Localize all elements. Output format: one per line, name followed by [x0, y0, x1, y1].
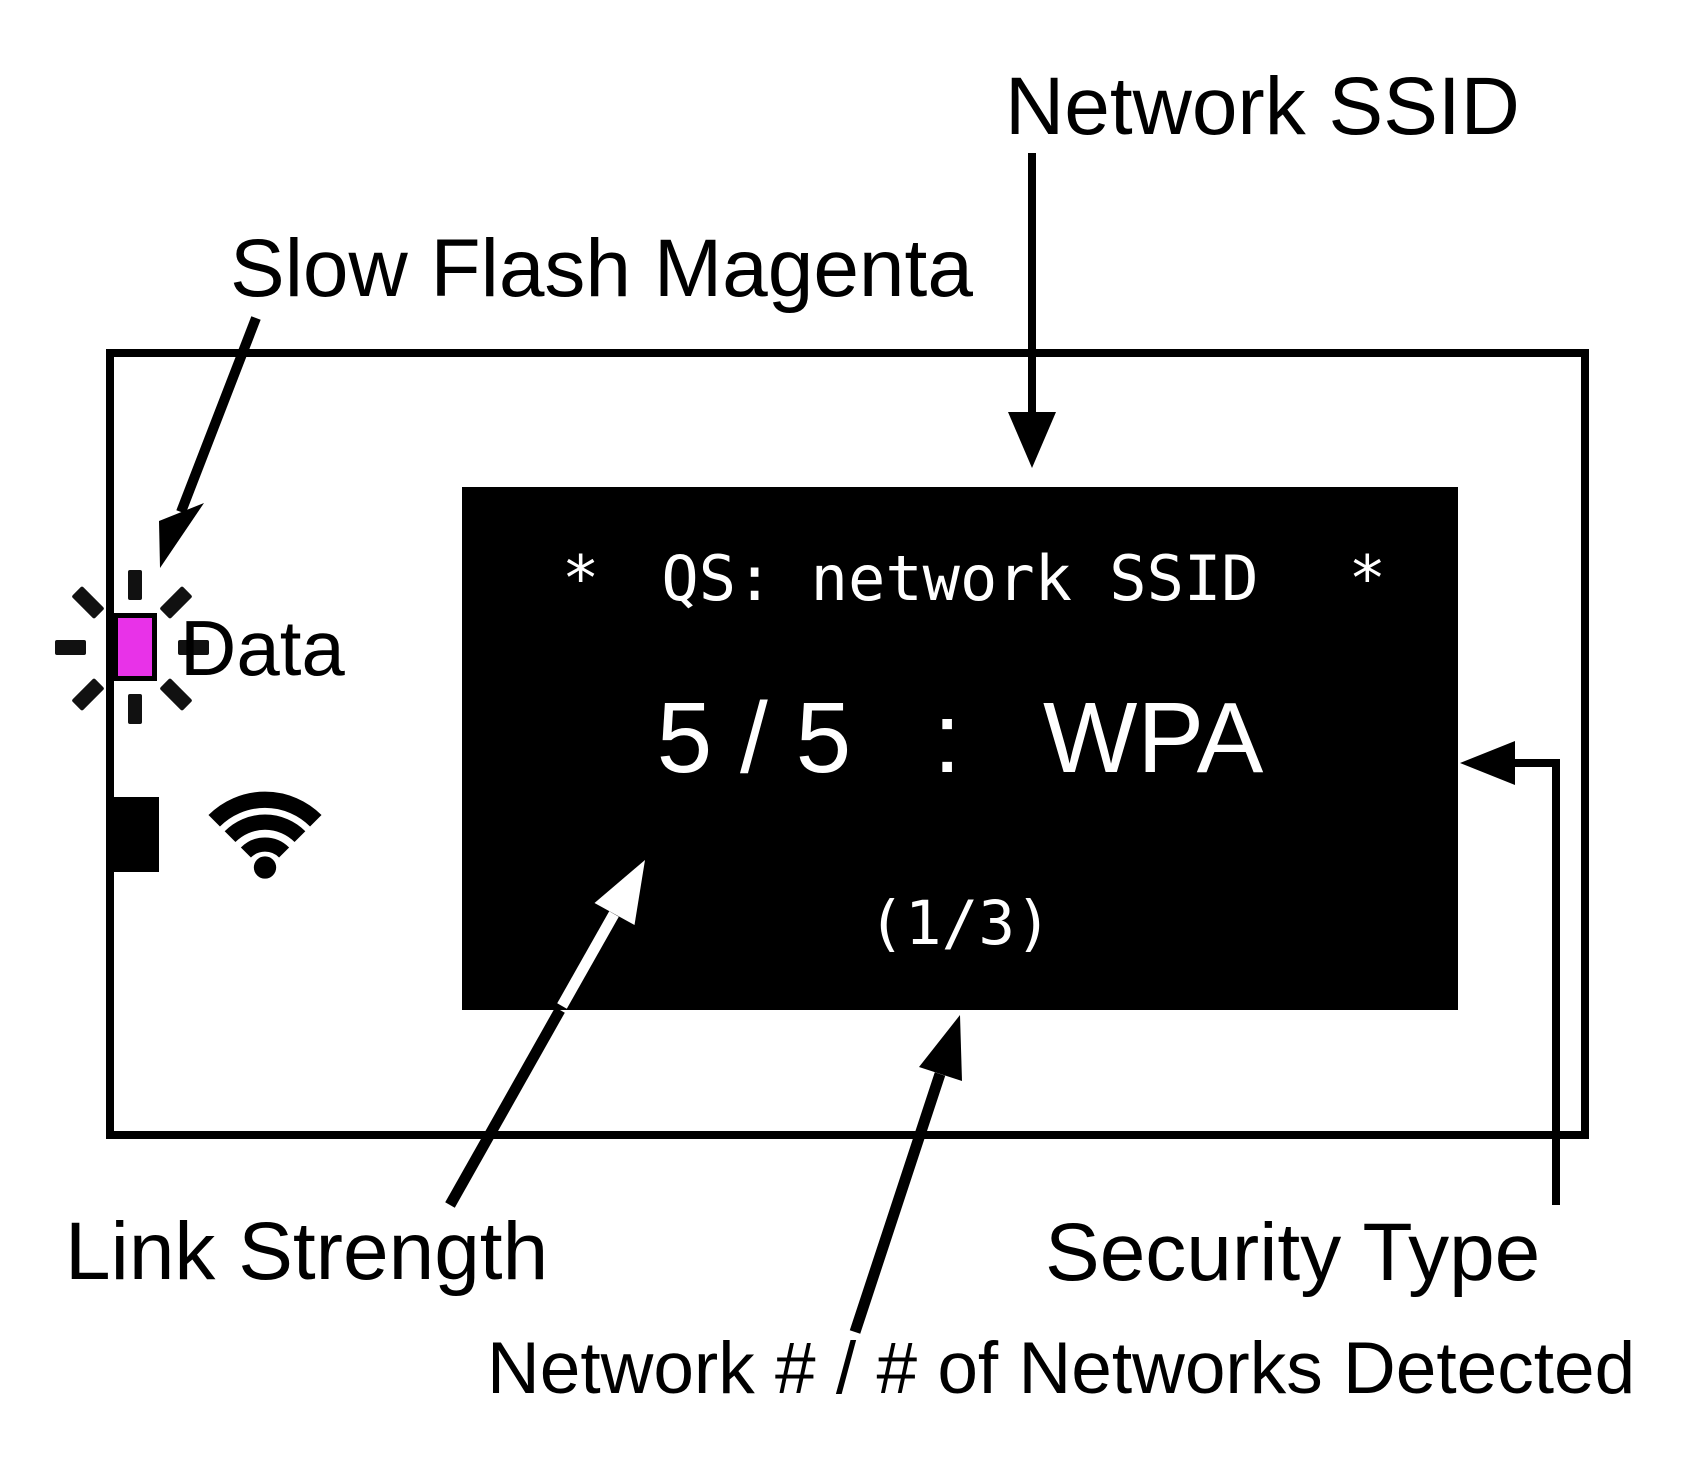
display-status-row: 5 / 5 : WPA	[462, 683, 1458, 793]
display-ssid-row: * QS: network SSID *	[462, 542, 1458, 615]
label-link-strength: Link Strength	[65, 1206, 549, 1297]
led-ray-bottom-left	[71, 677, 105, 712]
label-network-count: Network # / # of Networks Detected	[487, 1328, 1636, 1409]
data-led-label: Data	[180, 604, 345, 692]
label-security-type: Security Type	[1045, 1207, 1541, 1298]
led-ray-left	[55, 640, 86, 655]
led-ray-bottom	[128, 694, 142, 724]
display-link-strength-value: 5 / 5	[656, 682, 852, 794]
display-star-left: *	[562, 542, 600, 615]
display-network-counter: (1/3)	[868, 888, 1052, 959]
label-slow-flash-magenta: Slow Flash Magenta	[230, 223, 973, 314]
led-ray-top-left	[71, 585, 105, 620]
led-ray-top	[128, 570, 142, 600]
wifi-icon	[208, 791, 322, 879]
label-network-ssid: Network SSID	[1005, 61, 1520, 152]
led-ray-right	[178, 640, 209, 655]
left-edge-square	[110, 797, 159, 872]
display-separator: :	[933, 682, 961, 794]
device-outline-box	[106, 349, 1589, 1139]
display-security-value: WPA	[1043, 682, 1264, 794]
display-star-right: *	[1348, 542, 1386, 615]
data-led	[113, 613, 157, 681]
display-ssid-text: QS: network SSID	[661, 542, 1259, 615]
lcd-display: * QS: network SSID * 5 / 5 : WPA (1/3)	[462, 487, 1458, 1010]
